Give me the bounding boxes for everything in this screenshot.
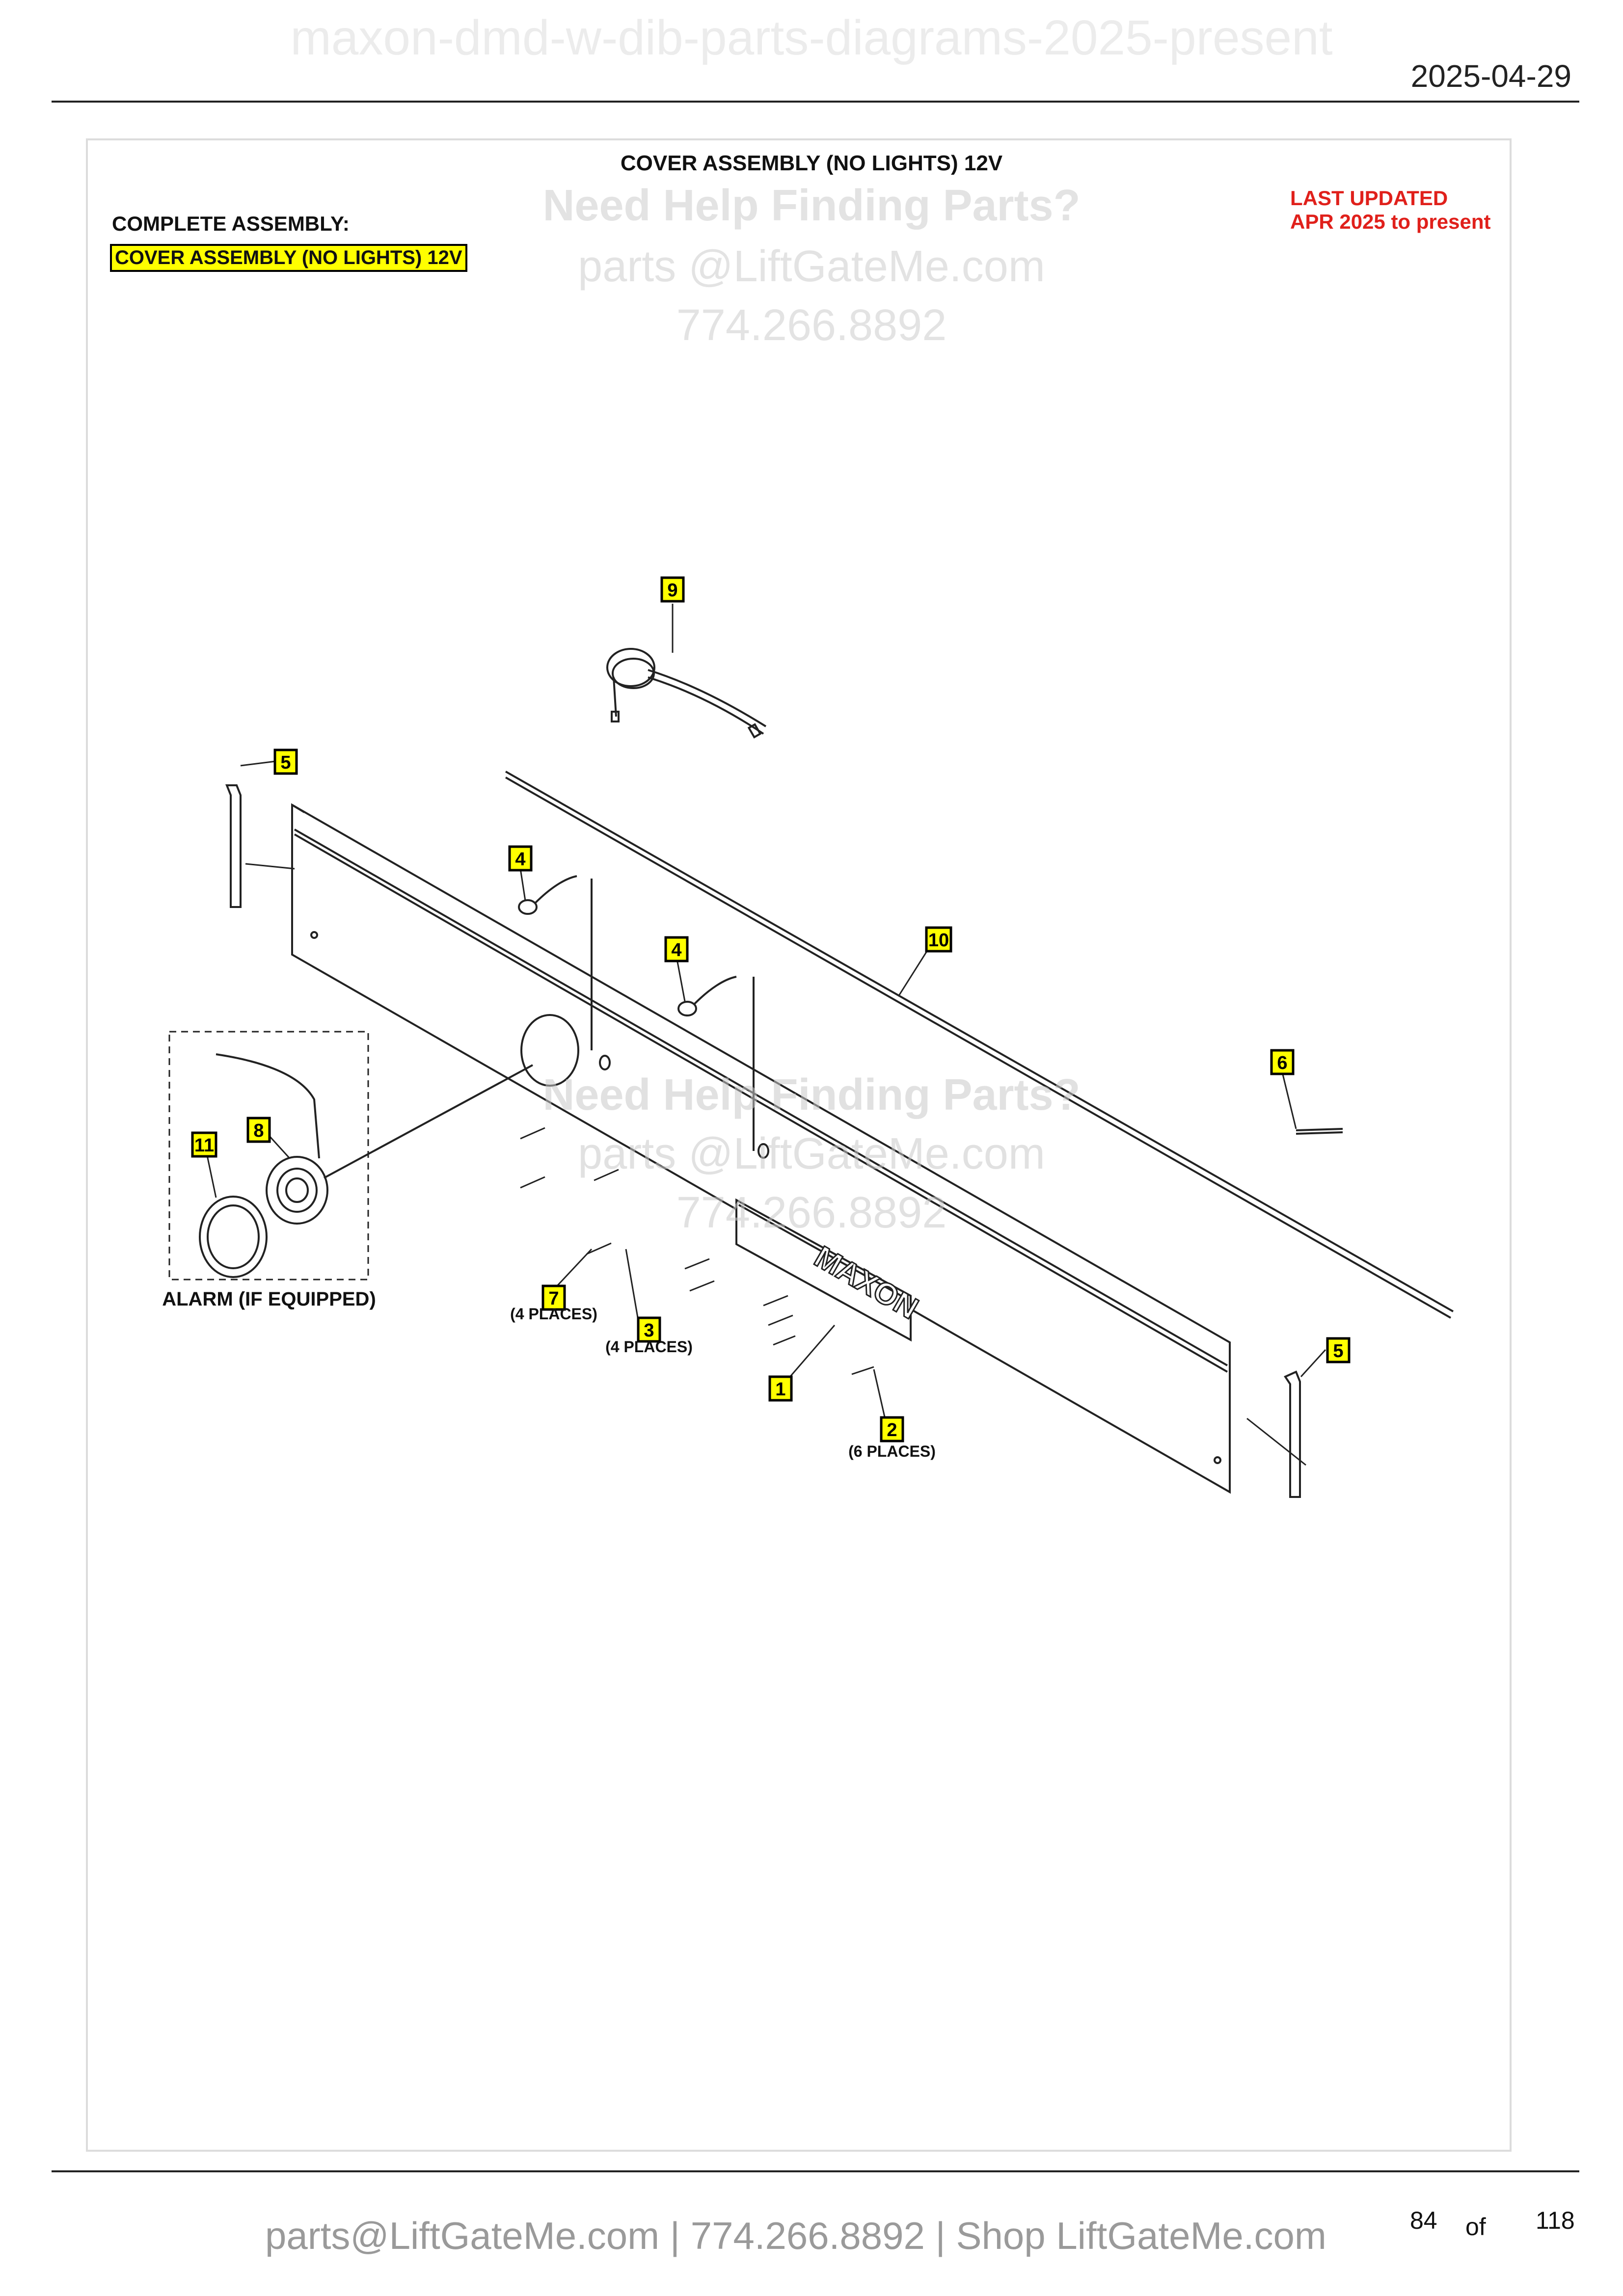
last-updated-note: LAST UPDATED APR 2025 to present	[1290, 187, 1490, 234]
grommet-part-2	[677, 976, 755, 1151]
svg-text:10: 10	[928, 930, 949, 951]
page-total: 118	[1536, 2207, 1575, 2234]
callout-11: 11	[191, 1131, 217, 1158]
svg-text:11: 11	[194, 1135, 214, 1156]
svg-text:5: 5	[280, 752, 291, 773]
watermark-email-center: parts @LiftGateMe.com	[578, 1129, 1045, 1178]
fastener-group	[520, 1127, 874, 1375]
wire-harness-part	[606, 648, 767, 739]
tie-strap-part	[1296, 1128, 1343, 1135]
svg-text:1: 1	[775, 1379, 785, 1400]
svg-text:4: 4	[671, 940, 681, 961]
svg-text:8: 8	[253, 1121, 264, 1141]
watermark-email-top: parts @LiftGateMe.com	[578, 242, 1045, 291]
top-strip-part	[505, 771, 1454, 1319]
svg-text:9: 9	[667, 580, 677, 601]
svg-text:2: 2	[887, 1420, 897, 1441]
page-of-label: of	[1465, 2213, 1486, 2241]
callout-6: 6	[1270, 1049, 1295, 1075]
callout-2: 2	[880, 1416, 904, 1442]
svg-text:6: 6	[1277, 1053, 1287, 1073]
footer-contact: parts@LiftGateMe.com | 774.266.8892 | Sh…	[265, 2214, 1326, 2257]
watermark-phone-top: 774.266.8892	[676, 301, 947, 350]
left-bracket-part	[225, 784, 242, 908]
callout-4-a: 4	[508, 845, 533, 872]
complete-assembly-value: COVER ASSEMBLY (NO LIGHTS) 12V	[110, 244, 467, 272]
grommet-part-1	[518, 875, 593, 1050]
svg-text:5: 5	[1333, 1341, 1343, 1362]
header-rule	[52, 101, 1579, 103]
page-current: 84	[1410, 2207, 1437, 2234]
alarm-group	[168, 1031, 533, 1281]
callout-3: 3	[637, 1316, 661, 1343]
last-updated-line2: APR 2025 to present	[1290, 210, 1491, 233]
callout-4-b: 4	[664, 936, 689, 962]
diagram-frame	[86, 138, 1512, 2152]
complete-assembly-label: COMPLETE ASSEMBLY:	[112, 212, 350, 235]
watermark-file-title: maxon-dmd-w-dib-parts-diagrams-2025-pres…	[290, 10, 1333, 65]
callout-8: 8	[246, 1117, 271, 1143]
svg-text:3: 3	[644, 1320, 654, 1341]
document-date: 2025-04-29	[1410, 58, 1571, 94]
watermark-help-center: Need Help Finding Parts?	[542, 1070, 1081, 1120]
maxon-plate-part	[735, 1198, 912, 1342]
sheet-title: COVER ASSEMBLY (NO LIGHTS) 12V	[620, 151, 1003, 175]
right-bracket-part	[1284, 1370, 1301, 1498]
item2-qty-note: (6 PLACES)	[848, 1442, 936, 1460]
callout-1: 1	[768, 1375, 793, 1402]
watermark-phone-center: 774.266.8892	[676, 1188, 947, 1237]
watermark-help-top: Need Help Finding Parts?	[542, 181, 1081, 230]
callout-5-left: 5	[273, 748, 298, 775]
callout-9: 9	[660, 576, 685, 603]
item7-qty-note: (4 PLACES)	[510, 1305, 597, 1323]
callout-10: 10	[925, 926, 952, 953]
cover-panel-part	[291, 803, 1231, 1494]
callout-5-right: 5	[1326, 1337, 1351, 1363]
svg-text:4: 4	[515, 849, 525, 870]
item3-qty-note: (4 PLACES)	[605, 1338, 693, 1356]
alarm-caption: ALARM (IF EQUIPPED)	[162, 1288, 376, 1310]
footer-rule	[52, 2170, 1579, 2172]
svg-text:7: 7	[548, 1288, 559, 1309]
callout-7: 7	[541, 1284, 566, 1311]
last-updated-line1: LAST UPDATED	[1290, 187, 1448, 210]
